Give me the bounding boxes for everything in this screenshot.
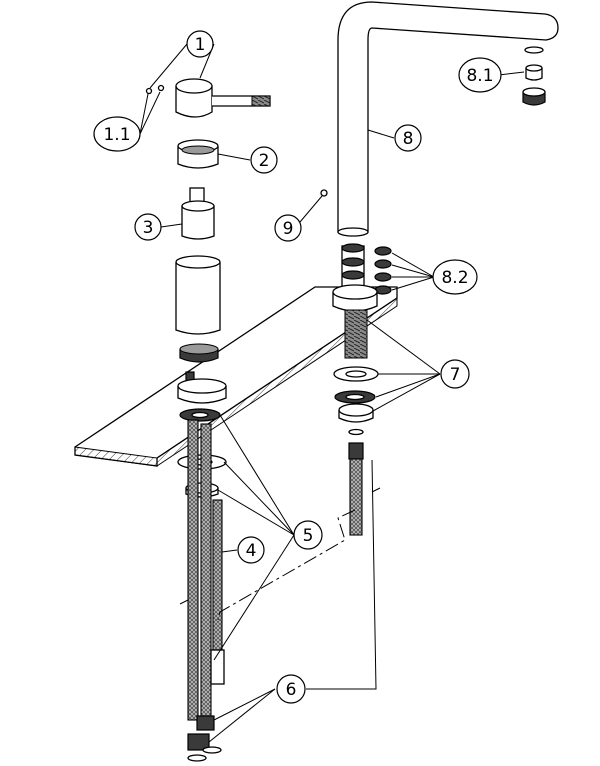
spout-pipe	[337, 1, 559, 237]
right-supply-hose	[348, 428, 364, 536]
spout-base-nipple	[341, 243, 365, 291]
callout-7-label: 7	[450, 365, 461, 385]
body-sleeve	[175, 255, 221, 335]
base-ring	[179, 343, 219, 363]
spout-flange	[332, 284, 378, 359]
callout-5-label: 5	[303, 526, 314, 546]
callout-9-label: 9	[283, 219, 294, 239]
callout-4-label: 4	[246, 541, 257, 561]
washers-and-nut	[333, 366, 379, 423]
callout-5: 5	[293, 520, 323, 550]
set-screws	[145, 84, 165, 95]
leader-lines	[139, 43, 525, 743]
callout-2: 2	[250, 146, 278, 174]
callout-2-label: 2	[259, 151, 270, 171]
callout-7: 7	[440, 359, 470, 389]
callout-8-2: 8.2	[432, 259, 478, 295]
callout-1-1: 1.1	[93, 116, 141, 152]
callout-3: 3	[134, 213, 162, 241]
callout-1-label: 1	[195, 35, 206, 55]
callout-4: 4	[237, 536, 265, 564]
callout-8-2-label: 8.2	[441, 268, 468, 288]
callout-1-1-label: 1.1	[103, 125, 130, 145]
mixer-base	[177, 371, 227, 404]
callout-6-label: 6	[286, 680, 297, 700]
callout-6: 6	[276, 674, 306, 704]
callout-9: 9	[274, 214, 302, 242]
callout-8-1: 8.1	[458, 57, 502, 93]
left-supply-hoses	[187, 419, 225, 762]
callout-3-label: 3	[143, 218, 154, 238]
cover-ring	[177, 139, 219, 169]
cartridge	[181, 187, 215, 240]
aerator-parts	[522, 46, 546, 106]
callout-8: 8	[394, 124, 422, 152]
callout-1: 1	[186, 30, 214, 58]
grub-screw	[320, 189, 328, 197]
lever-handle	[175, 78, 271, 118]
countertop-plate	[74, 286, 398, 467]
o-rings	[374, 246, 392, 295]
callout-8-label: 8	[403, 129, 414, 149]
callout-8-1-label: 8.1	[466, 66, 493, 86]
centre-line	[179, 487, 381, 621]
